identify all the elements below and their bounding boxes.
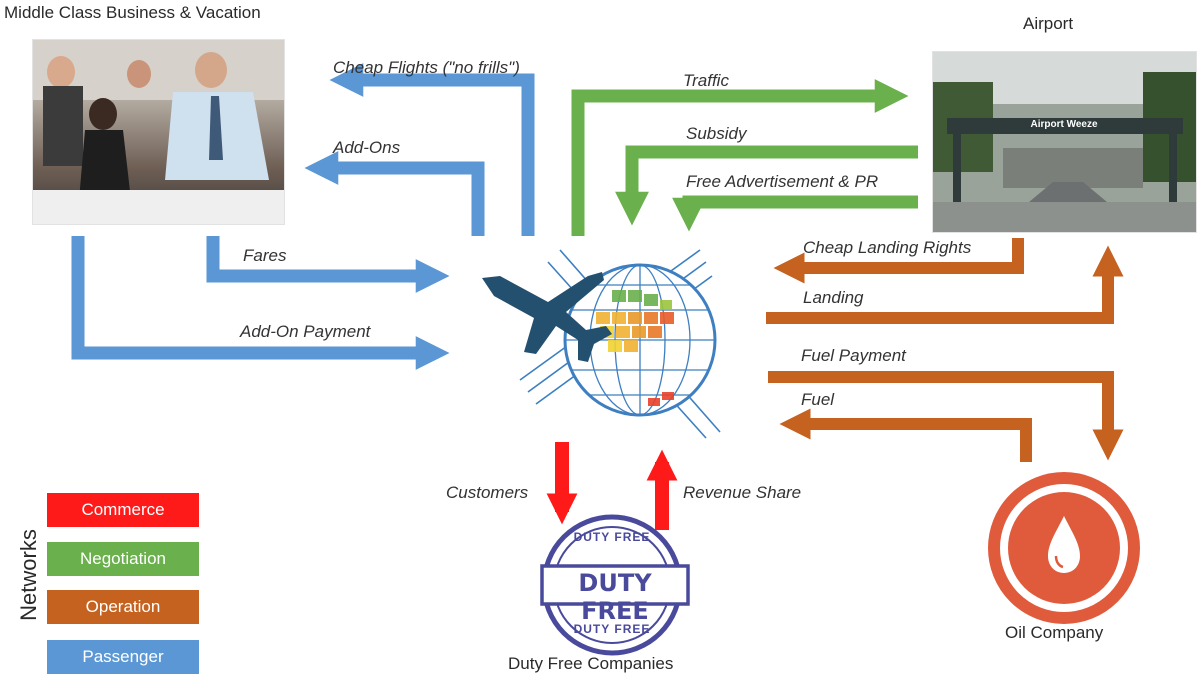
legend-title: Networks: [16, 529, 41, 621]
arrow-free-advertisement: [672, 195, 918, 232]
arrow-subsidy: [615, 145, 918, 226]
flow-label-fuel-payment: Fuel Payment: [801, 346, 906, 365]
arrow-fuel: [779, 408, 1032, 462]
arrow-fuel-payment: [768, 371, 1124, 461]
passengers-photo: [33, 40, 284, 224]
flow-label-cheap-flights: Cheap Flights ("no frills"): [333, 58, 520, 77]
arrow-traffic: [571, 79, 909, 236]
flow-label-fares: Fares: [243, 246, 287, 265]
airport-photo: Airport Weeze: [933, 52, 1196, 232]
arrow-add-ons: [304, 151, 485, 236]
arrow-fares: [206, 236, 450, 293]
airport-label: Airport: [1023, 14, 1074, 33]
duty-free-stamp-icon: [540, 514, 690, 656]
flow-label-subsidy: Subsidy: [686, 124, 747, 143]
flow-label-revenue-share: Revenue Share: [683, 483, 802, 502]
oil-company-label: Oil Company: [1005, 623, 1104, 642]
oil-drop-icon: [988, 472, 1140, 624]
flow-label-add-ons: Add-Ons: [333, 138, 401, 157]
stamp-text-top: DUTY FREE: [573, 530, 651, 544]
legend-negotiation: Negotiation: [47, 542, 199, 576]
passengers-label: Middle Class Business & Vacation: [4, 3, 261, 22]
stamp-text-bottom: DUTY FREE: [573, 622, 651, 636]
legend-passenger: Passenger: [47, 640, 199, 674]
flow-label-customers: Customers: [446, 483, 529, 502]
flow-label-fuel: Fuel: [801, 390, 835, 409]
stamp-text-middle: DUTY FREE: [578, 569, 652, 625]
legend-commerce: Commerce: [47, 493, 199, 527]
arrow-landing: [766, 245, 1124, 324]
arrow-add-on-payment: [71, 236, 450, 370]
flow-label-add-on-payment: Add-On Payment: [240, 322, 371, 341]
flow-label-landing: Landing: [803, 288, 864, 307]
flow-label-cheap-landing-rights: Cheap Landing Rights: [803, 238, 972, 257]
duty-free-label: Duty Free Companies: [508, 654, 674, 673]
airport-sign-text: Airport Weeze: [1030, 119, 1098, 130]
arrow-cheap-flights: [329, 63, 535, 236]
airline-globe-icon: [482, 249, 721, 439]
flow-label-free-advertisement: Free Advertisement & PR: [686, 172, 879, 191]
legend-operation: Operation: [47, 590, 199, 624]
arrow-cheap-landing-rights: [773, 238, 1024, 284]
flow-label-traffic: Traffic: [683, 71, 729, 90]
